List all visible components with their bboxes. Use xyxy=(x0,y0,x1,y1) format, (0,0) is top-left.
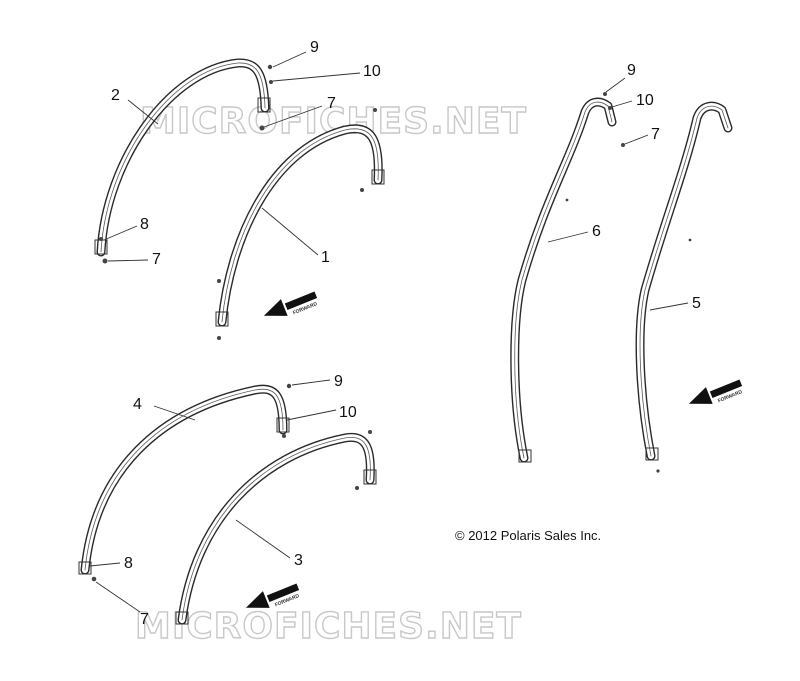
callout-9-right: 9 xyxy=(627,62,636,79)
callout-6: 6 xyxy=(592,223,601,240)
leaders-bottomleft xyxy=(89,379,337,613)
callout-9-bottomleft: 9 xyxy=(334,373,343,390)
callout-9-topleft: 9 xyxy=(310,39,319,56)
callout-7-right: 7 xyxy=(651,126,660,143)
hardware-bottomleft xyxy=(91,383,372,582)
part-6-trim xyxy=(510,97,617,463)
part-5-trim xyxy=(635,101,733,461)
part-4-flare xyxy=(78,384,290,575)
leaders-topleft xyxy=(103,51,361,262)
part-3-flare xyxy=(175,432,377,625)
callout-8-bottomleft: 8 xyxy=(124,555,133,572)
hardware-right xyxy=(565,92,692,473)
callout-10-right: 10 xyxy=(636,92,654,109)
callout-2: 2 xyxy=(111,87,120,104)
callout-10-bottomleft: 10 xyxy=(339,404,357,421)
part-2-flare xyxy=(94,58,271,257)
leaders-right xyxy=(547,77,689,311)
callout-8-topleft: 8 xyxy=(140,216,149,233)
callout-3: 3 xyxy=(294,552,303,569)
callout-1: 1 xyxy=(321,249,330,266)
callout-7-topleft-b: 7 xyxy=(152,251,161,268)
callout-10-topleft: 10 xyxy=(363,63,381,80)
callout-4: 4 xyxy=(133,396,142,413)
callout-7-bottomleft: 7 xyxy=(140,611,149,628)
forward-arrow-topleft: FORWARD xyxy=(263,291,319,316)
copyright-notice: © 2012 Polaris Sales Inc. xyxy=(455,528,601,543)
callout-5: 5 xyxy=(692,295,701,312)
part-1-flare xyxy=(215,124,385,327)
watermark-bottom: MICROFICHES.NET xyxy=(135,606,522,647)
hardware-topleft xyxy=(99,64,377,340)
forward-arrow-right: FORWARD xyxy=(688,379,744,404)
callout-7-topleft-a: 7 xyxy=(327,95,336,112)
